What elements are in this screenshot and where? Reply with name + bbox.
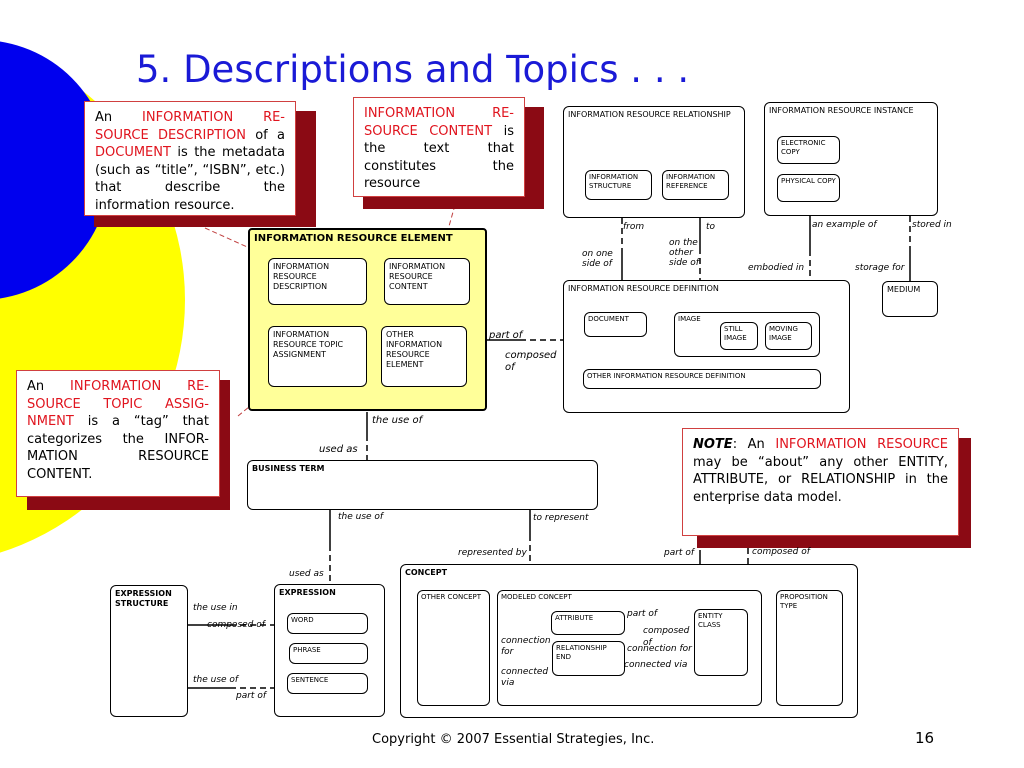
label-on-the-other-side-of: on the other side of — [669, 238, 699, 268]
entity-physical-copy: PHYSICAL COPY — [777, 174, 840, 202]
label-part-of: part of — [627, 609, 657, 619]
label-the-use-in: the use in — [193, 603, 238, 613]
callout-ir-content: INFORMATION RE-SOURCE CONTENT is the tex… — [353, 97, 525, 197]
label-stored-in: stored in — [912, 220, 952, 230]
entity-expression-structure: EXPRESSION STRUCTURE — [110, 585, 188, 717]
entity-word: WORD — [287, 613, 368, 634]
entity-ir-description: INFORMATION RESOURCE DESCRIPTION — [268, 258, 367, 305]
label-composed-of: composed of — [643, 626, 690, 648]
label-from: from — [623, 222, 645, 232]
label-to-represent: to represent — [533, 513, 589, 523]
copyright-text: Copyright © 2007 Essential Strategies, I… — [372, 732, 655, 747]
entity-ir-relationship: INFORMATION RESOURCE RELATIONSHIP — [563, 106, 745, 218]
entity-medium: MEDIUM — [882, 281, 938, 317]
entity-business-term: BUSINESS TERM — [247, 460, 598, 510]
label-connection-for: connection for — [501, 636, 551, 657]
label-the-use-of: the use of — [193, 675, 239, 685]
label-an-example-of: an example of — [812, 220, 877, 230]
label-composed-of: composed of — [505, 350, 557, 373]
entity-moving-image: MOVING IMAGE — [765, 322, 812, 350]
entity-proposition-type: PROPOSITION TYPE — [776, 590, 843, 706]
blue-disc — [0, 41, 110, 299]
entity-ir-content: INFORMATION RESOURCE CONTENT — [384, 258, 470, 305]
page-number: 16 — [915, 729, 935, 747]
label-connection-for: connection for — [627, 644, 692, 654]
entity-still-image: STILL IMAGE — [720, 322, 758, 350]
entity-sentence: SENTENCE — [287, 673, 368, 694]
label-used-as: used as — [319, 444, 358, 455]
label-composed-of: composed of — [207, 620, 265, 630]
label-connected-via: connected via — [624, 660, 688, 670]
entity-other-concept: OTHER CONCEPT — [417, 590, 490, 706]
label-the-use-of: the use of — [372, 415, 423, 426]
entity-other-ir-element: OTHER INFORMATION RESOURCE ELEMENT — [381, 326, 467, 387]
label-to: to — [706, 222, 716, 232]
entity-other-ir-definition: OTHER INFORMATION RESOURCE DEFINITION — [583, 369, 821, 389]
label-the-use-of: the use of — [338, 512, 384, 522]
entity-information-reference: INFORMATION REFERENCE — [662, 170, 729, 200]
callout-ir-description: An INFORMATION RE-SOURCE DESCRIPTION of … — [84, 101, 296, 216]
slide-title: 5. Descriptions and Topics . . . — [136, 48, 690, 91]
label-used-as: used as — [289, 569, 324, 579]
label-part-of: part of — [489, 330, 523, 341]
label-represented-by: represented by — [458, 548, 527, 558]
callout-ir-topic-assignment: An INFORMATION RE-SOURCE TOPIC ASSIG-NME… — [16, 370, 220, 497]
callout-note: NOTE: An INFORMATION RESOURCE may be “ab… — [682, 428, 959, 536]
entity-phrase: PHRASE — [289, 643, 368, 664]
entity-electronic-copy: ELECTRONIC COPY — [777, 136, 840, 164]
entity-attribute: ATTRIBUTE — [551, 611, 625, 635]
label-on-one-side-of: on one side of — [582, 249, 613, 269]
label-part-of: part of — [236, 691, 266, 701]
entity-information-structure: INFORMATION STRUCTURE — [585, 170, 652, 200]
label-storage-for: storage for — [855, 263, 905, 273]
entity-relationship-end: RELATIONSHIP END — [552, 641, 625, 676]
entity-ir-topic-assignment: INFORMATION RESOURCE TOPIC ASSIGNMENT — [268, 326, 367, 387]
label-connected-via: connected via — [501, 667, 549, 688]
label-part-of: part of — [664, 548, 694, 558]
label-embodied-in: embodied in — [748, 263, 805, 273]
label-composed-of: composed of — [752, 547, 810, 557]
entity-entity-class: ENTITY CLASS — [694, 609, 748, 676]
entity-document: DOCUMENT — [584, 312, 647, 337]
